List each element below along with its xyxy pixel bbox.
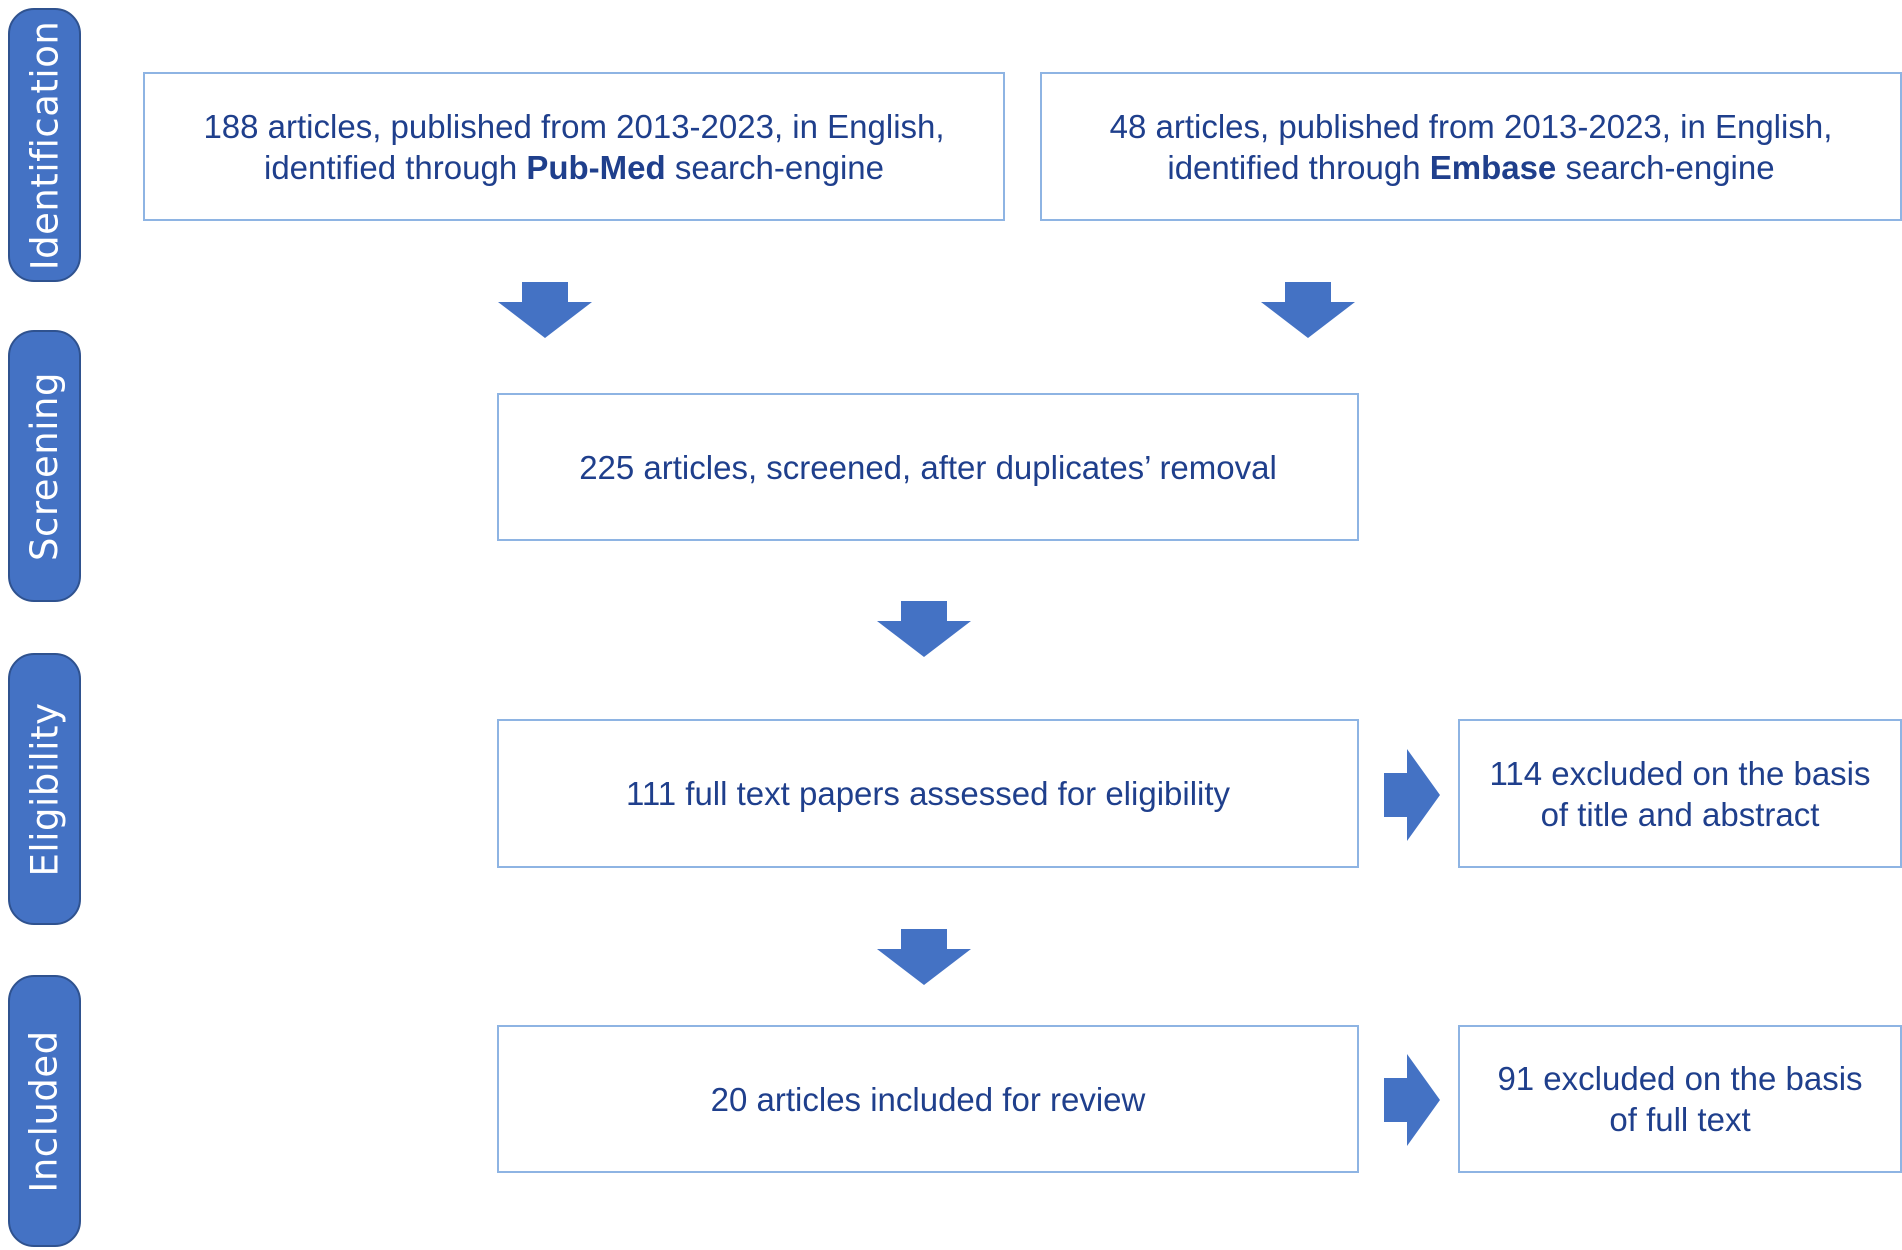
excluded-fulltext-line2: of full text bbox=[1609, 1101, 1751, 1138]
stage-screening: Screening bbox=[8, 330, 81, 602]
pubmed-line1: 188 articles, published from 2013-2023, … bbox=[203, 107, 945, 145]
pubmed-line2-pre: identified through bbox=[264, 148, 527, 186]
pubmed-source-name: Pub-Med bbox=[526, 148, 666, 186]
stage-identification-label: Identification bbox=[23, 20, 67, 270]
stage-eligibility-label: Eligibility bbox=[23, 702, 66, 876]
stage-screening-label: Screening bbox=[23, 371, 67, 561]
down-arrow-icon bbox=[877, 929, 971, 985]
stage-included: Included bbox=[8, 975, 81, 1247]
excluded-fulltext-box: 91 excluded on the basis of full text bbox=[1458, 1025, 1902, 1173]
down-arrow-icon bbox=[877, 601, 971, 657]
embase-line1: 48 articles, published from 2013-2023, i… bbox=[1109, 107, 1833, 145]
embase-source-name: Embase bbox=[1429, 148, 1557, 186]
pubmed-line2: identified through Pub-Med search-engine bbox=[203, 147, 944, 188]
down-arrow-icon bbox=[498, 282, 592, 338]
pubmed-identification-box: 188 articles, published from 2013-2023, … bbox=[143, 72, 1005, 221]
stage-included-label: Included bbox=[23, 1029, 67, 1193]
embase-line2-post: search-engine bbox=[1556, 148, 1775, 186]
embase-line2: identified through Embase search-engine bbox=[1110, 147, 1833, 188]
excluded-fulltext-line1: 91 excluded on the basis bbox=[1497, 1060, 1863, 1097]
right-arrow-icon bbox=[1384, 1054, 1440, 1146]
stage-identification: Identification bbox=[8, 8, 81, 282]
excluded-title-line2: of title and abstract bbox=[1540, 795, 1820, 833]
fulltext-assessed-box: 111 full text papers assessed for eligib… bbox=[497, 719, 1359, 868]
screened-box: 225 articles, screened, after duplicates… bbox=[497, 393, 1359, 541]
screened-text: 225 articles, screened, after duplicates… bbox=[579, 448, 1277, 486]
embase-line2-pre: identified through bbox=[1167, 148, 1430, 186]
pubmed-line2-post: search-engine bbox=[665, 148, 884, 186]
down-arrow-icon bbox=[1261, 282, 1355, 338]
stage-eligibility: Eligibility bbox=[8, 653, 81, 925]
excluded-title-abstract-box: 114 excluded on the basis of title and a… bbox=[1458, 719, 1902, 868]
embase-identification-box: 48 articles, published from 2013-2023, i… bbox=[1040, 72, 1902, 221]
right-arrow-icon bbox=[1384, 749, 1440, 841]
excluded-title-line1: 114 excluded on the basis bbox=[1489, 754, 1871, 792]
included-box: 20 articles included for review bbox=[497, 1025, 1359, 1173]
included-text: 20 articles included for review bbox=[710, 1080, 1146, 1118]
fulltext-text: 111 full text papers assessed for eligib… bbox=[625, 775, 1231, 812]
